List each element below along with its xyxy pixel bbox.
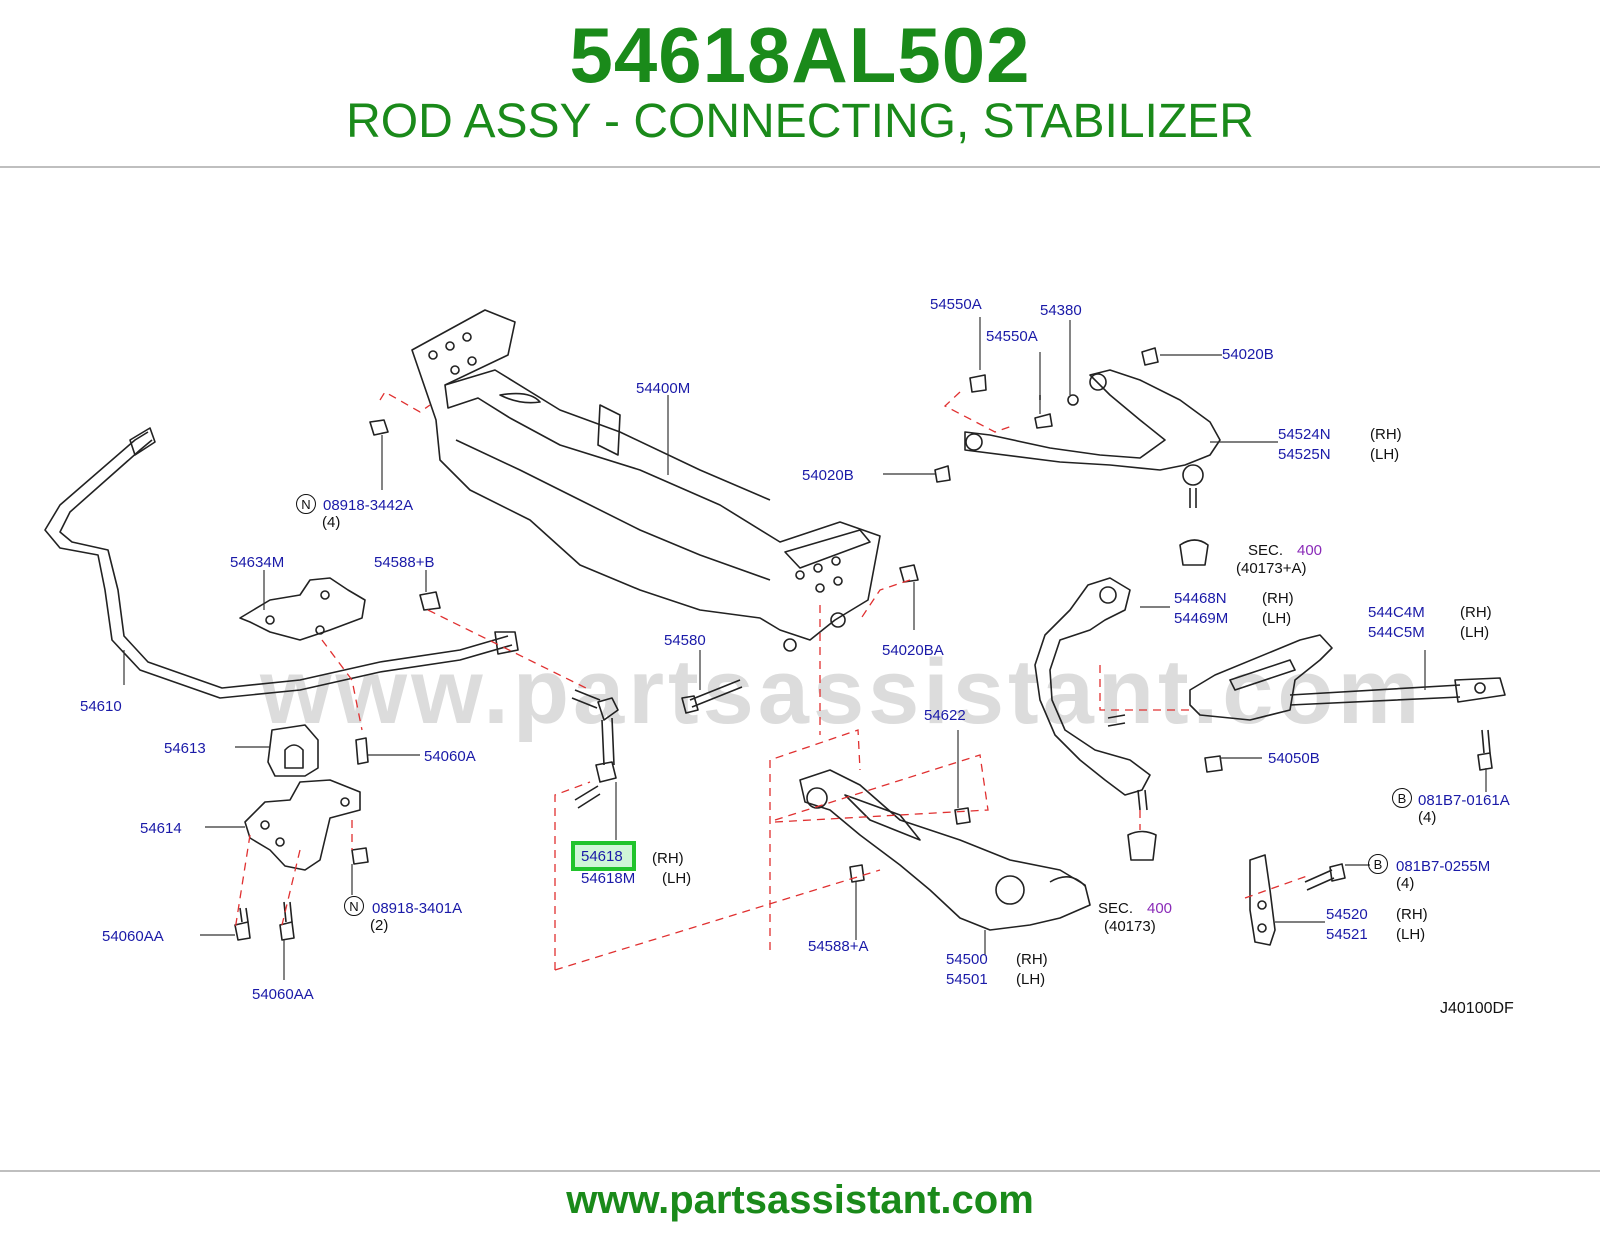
label-54550A-1[interactable]: 54550A [930,296,982,313]
label-54521[interactable]: 54521 [1326,926,1368,943]
label-544C5M[interactable]: 544C5M [1368,624,1425,641]
marker-b-icon: B [1368,854,1388,874]
label-54618-highlighted[interactable]: 54618 [581,848,623,865]
watermark: www.partsassistant.com [260,641,1424,743]
label-lh: (LH) [662,870,692,887]
label-qty-4: (4) [322,514,341,531]
clamp-54614 [244,779,361,871]
label-544C4M[interactable]: 544C4M [1368,604,1425,621]
label-54580[interactable]: 54580 [664,632,706,649]
bolt-54580 [689,679,743,708]
label-54614[interactable]: 54614 [140,820,182,837]
label-54588B[interactable]: 54588+B [374,554,435,571]
label-54613[interactable]: 54613 [164,740,206,757]
bracket-54520 [1249,854,1276,946]
label-54588A[interactable]: 54588+A [808,938,869,955]
label-qty-4: (4) [1396,875,1415,892]
label-081B7-0161A[interactable]: 081B7-0161A [1418,792,1510,809]
label-54060A[interactable]: 54060A [424,748,476,765]
connecting-rod-drawing [597,697,619,721]
label-08918-3401A[interactable]: 08918-3401A [372,900,463,917]
label-081B7-0255M[interactable]: 081B7-0255M [1396,858,1491,875]
tension-rod-drawing [1189,634,1333,721]
label-54060AA-1[interactable]: 54060AA [102,928,164,945]
footer-divider [0,1170,1600,1172]
bushing-54613 [267,724,319,777]
marker-b-icon: B [1392,788,1412,808]
label-08918-3442A[interactable]: 08918-3442A [323,497,414,514]
label-54400M[interactable]: 54400M [636,380,691,397]
label-54610[interactable]: 54610 [80,698,122,715]
parts-diagram: www.partsassistant.com [0,170,1600,1170]
label-54020B-1[interactable]: 54020B [1222,346,1274,363]
label-54380[interactable]: 54380 [1040,302,1082,319]
label-sec-400[interactable]: 400 [1297,542,1323,559]
label-rh: (RH) [1262,590,1294,607]
label-54525N[interactable]: 54525N [1278,446,1331,463]
upper-arm-drawing [964,369,1221,471]
footer-website-link[interactable]: www.partsassistant.com [566,1178,1034,1222]
marker-n-icon: N [296,494,316,514]
label-sec: SEC. [1248,542,1284,559]
label-54634M[interactable]: 54634M [230,554,285,571]
stabilizer-bar-drawing [44,431,513,699]
label-sec-400[interactable]: 400 [1147,900,1173,917]
diagram-code: J40100DF [1440,1000,1514,1017]
part-description: ROD ASSY - CONNECTING, STABILIZER [346,95,1254,148]
label-qty-2: (2) [370,917,389,934]
label-lh: (LH) [1016,971,1046,988]
label-54468N[interactable]: 54468N [1174,590,1227,607]
label-rh: (RH) [652,850,684,867]
label-54469M[interactable]: 54469M [1174,610,1229,627]
marker-n-icon: N [344,896,364,916]
label-40173: (40173) [1104,918,1156,935]
highlight-box [571,841,636,871]
knuckle-drawing [1034,577,1151,796]
label-54622[interactable]: 54622 [924,707,966,724]
label-54060AA-2[interactable]: 54060AA [252,986,314,1003]
label-54501[interactable]: 54501 [946,971,988,988]
label-lh: (LH) [1370,446,1400,463]
label-rh: (RH) [1370,426,1402,443]
label-qty-4: (4) [1418,809,1437,826]
diagram-drawing [44,309,1506,980]
label-54500[interactable]: 54500 [946,951,988,968]
label-lh: (LH) [1460,624,1490,641]
label-rh: (RH) [1396,906,1428,923]
label-54020BA[interactable]: 54020BA [882,642,944,659]
label-54550A-2[interactable]: 54550A [986,328,1038,345]
crossmember-drawing [411,309,881,641]
lower-arm-drawing [799,769,1091,931]
label-lh: (LH) [1396,926,1426,943]
label-sec: SEC. [1098,900,1134,917]
header-divider [0,166,1600,168]
page-header: 54618AL502 ROD ASSY - CONNECTING, STABIL… [0,0,1600,168]
label-54618M[interactable]: 54618M [581,870,636,887]
label-54524N[interactable]: 54524N [1278,426,1331,443]
part-number-title: 54618AL502 [569,11,1031,99]
label-54520[interactable]: 54520 [1326,906,1368,923]
label-rh: (RH) [1460,604,1492,621]
label-lh: (LH) [1262,610,1292,627]
label-54050B[interactable]: 54050B [1268,750,1320,767]
label-54020B-2[interactable]: 54020B [802,467,854,484]
bracket-54634M [239,577,366,641]
label-40173-a: (40173+A) [1236,560,1307,577]
label-rh: (RH) [1016,951,1048,968]
